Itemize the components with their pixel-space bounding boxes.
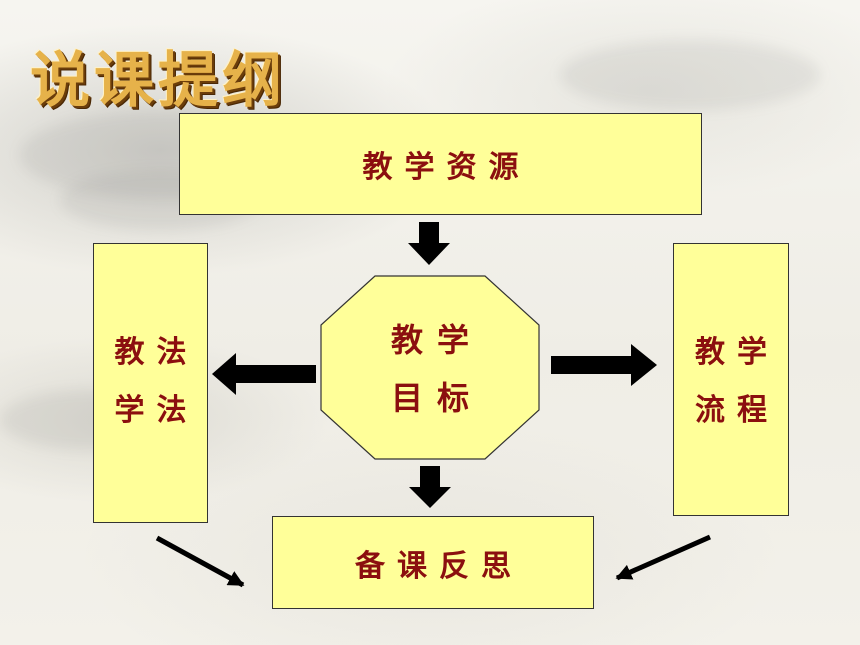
lesson-reflection-label: 备课反思 [355,548,523,584]
ink-wash-decoration [560,40,820,110]
teaching-methods-box: 教法 学法 [93,243,208,523]
teaching-resources-box: 教学资源 [179,113,702,215]
teaching-objectives-label-line1: 教学 [390,321,483,359]
teaching-methods-label-line1: 教法 [114,335,199,370]
arrow-down-bottom [409,466,451,508]
teaching-methods-label-line2: 学法 [114,393,199,428]
teaching-process-box: 教学 流程 [673,243,789,516]
teaching-objectives-label-line2: 目标 [390,379,483,417]
arrow-right [551,344,657,386]
teaching-process-label-line2: 流程 [695,393,779,428]
arrow-diagonal-right [615,534,712,581]
arrow-diagonal-left [155,535,245,588]
octagon-shape [320,275,540,460]
arrow-down-top [408,222,450,265]
arrow-left [212,353,316,395]
teaching-objectives-octagon: 教学 目标 [320,275,540,460]
slide-title: 说课提纲 [30,46,286,116]
lesson-reflection-box: 备课反思 [272,516,594,609]
teaching-process-label-line1: 教学 [695,335,779,370]
teaching-resources-label: 教学资源 [362,150,531,185]
